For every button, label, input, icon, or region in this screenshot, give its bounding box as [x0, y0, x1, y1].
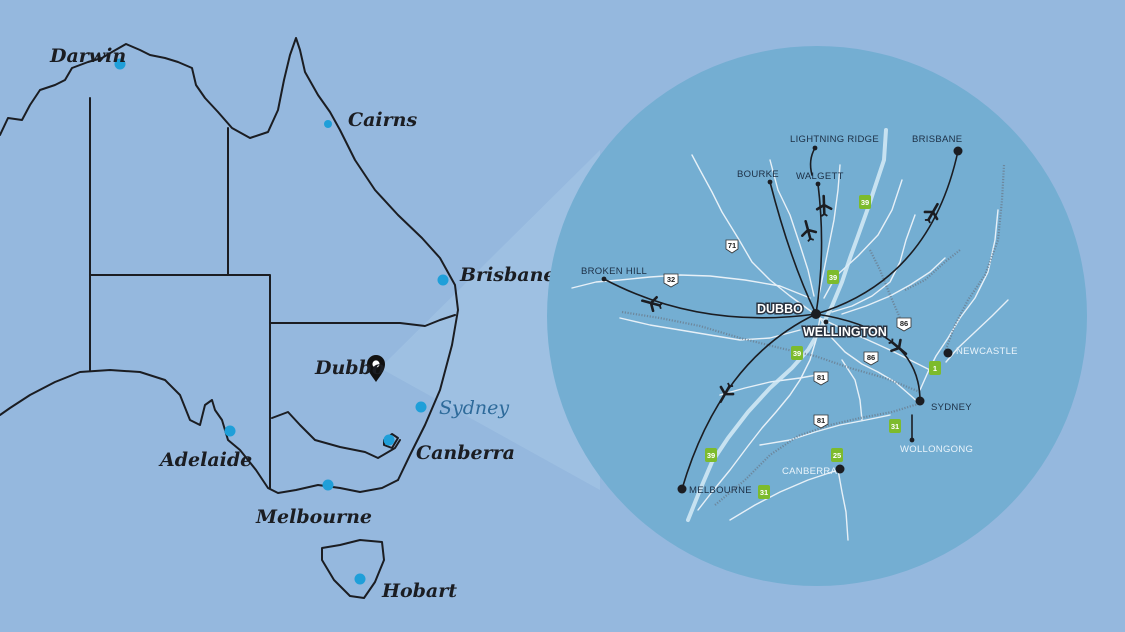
label-wollongong: WOLLONGONG [900, 444, 973, 455]
city-dot-melbourne [322, 479, 334, 491]
svg-text:81: 81 [817, 416, 825, 425]
label-newcastle: NEWCASTLE [956, 346, 1018, 357]
location-pin-icon [367, 355, 385, 382]
svg-text:86: 86 [900, 319, 908, 328]
svg-text:32: 32 [667, 275, 675, 284]
dot-dubbo [811, 309, 821, 319]
highway-shield-81: 81 [813, 414, 829, 429]
label-canberra: CANBERRA [782, 466, 838, 477]
rail-lines [621, 164, 1006, 506]
highway-shield-81: 81 [813, 371, 829, 386]
hub-label-wellington: WELLINGTON [803, 325, 887, 339]
pin-label-dubbo: Dubbo [314, 357, 385, 379]
svg-text:81: 81 [817, 373, 825, 382]
main-city-dots [114, 58, 449, 585]
city-label-adelaide: Adelaide [158, 449, 252, 471]
svg-text:31: 31 [760, 488, 768, 497]
hub-label-dubbo: DUBBO [757, 302, 803, 316]
city-dot-canberra [383, 434, 395, 446]
inset-place-labels: LIGHTNING RIDGE BOURKE WALGETT BRISBANE … [581, 134, 1018, 496]
city-label-canberra: Canberra [416, 442, 515, 464]
city-dot-sydney [415, 401, 427, 413]
label-broken-hill: BROKEN HILL [581, 266, 647, 277]
highway-shield-31: 31 [758, 485, 770, 499]
airplane-icon [719, 382, 735, 404]
airplane-icon [800, 220, 818, 242]
rivers [571, 154, 1009, 541]
dot-melbourne [677, 484, 687, 494]
label-walgett: WALGETT [796, 171, 844, 182]
city-label-hobart: Hobart [381, 580, 457, 602]
highway-shield-39: 39 [705, 448, 717, 462]
highway-shield-39: 39 [859, 195, 871, 209]
city-label-melbourne: Melbourne [255, 506, 372, 528]
route-melbourne [681, 313, 817, 490]
zoom-connector [380, 150, 600, 490]
airplane-icon [815, 194, 833, 217]
city-dot-cairns [324, 120, 332, 128]
dot-newcastle [943, 348, 953, 358]
airplane-icons [641, 194, 939, 404]
route-broken-hill [603, 278, 817, 319]
city-dot-brisbane [437, 274, 449, 286]
airplane-icon [923, 202, 939, 224]
dot-wellington [823, 319, 829, 325]
city-label-sydney: Sydney [439, 397, 509, 419]
label-bourke: BOURKE [737, 169, 779, 180]
highway-shield-86: 86 [896, 317, 912, 332]
main-map-labels: Darwin Cairns Brisbane Sydney Canberra A… [49, 45, 555, 602]
svg-text:31: 31 [891, 422, 899, 431]
city-label-cairns: Cairns [348, 109, 417, 131]
dot-wollongong [909, 437, 915, 443]
city-label-brisbane: Brisbane [459, 264, 555, 286]
city-label-darwin: Darwin [49, 45, 126, 67]
label-brisbane: BRISBANE [912, 134, 962, 145]
route-walgett [815, 183, 823, 315]
dot-sydney [915, 396, 925, 406]
label-melbourne: MELBOURNE [689, 485, 752, 496]
highway-shield-71: 71 [725, 239, 739, 254]
dot-broken-hill [601, 276, 607, 282]
dot-lightning-ridge [812, 145, 818, 151]
highway-shield-31: 31 [889, 419, 901, 433]
airplane-icon [888, 338, 908, 356]
label-sydney: SYDNEY [931, 402, 972, 413]
city-dot-darwin [114, 58, 126, 70]
highway-shield-32: 32 [663, 273, 679, 288]
svg-text:1: 1 [933, 364, 937, 373]
dot-walgett [815, 181, 821, 187]
dot-brisbane [953, 146, 963, 156]
inset-place-dots [601, 145, 963, 494]
svg-text:25: 25 [833, 451, 841, 460]
label-lightning-ridge: LIGHTNING RIDGE [790, 134, 879, 145]
route-bourke [769, 181, 817, 315]
city-dot-hobart [354, 573, 366, 585]
dot-canberra [835, 464, 845, 474]
highway-shield-39: 39 [827, 270, 839, 284]
svg-text:39: 39 [861, 198, 869, 207]
city-dot-adelaide [224, 425, 236, 437]
highway-shield-39: 39 [791, 346, 803, 360]
highway-shield-25: 25 [831, 448, 843, 462]
flight-routes [603, 147, 959, 490]
svg-text:39: 39 [829, 273, 837, 282]
route-brisbane [815, 150, 959, 315]
dot-bourke [767, 179, 773, 185]
svg-text:39: 39 [707, 451, 715, 460]
highway-shield-86: 86 [863, 351, 879, 366]
svg-text:39: 39 [793, 349, 801, 358]
svg-text:86: 86 [867, 353, 875, 362]
airplane-icon [641, 295, 663, 313]
svg-text:71: 71 [728, 241, 736, 250]
australia-outline [0, 37, 459, 599]
highway-shield-1: 1 [929, 361, 941, 375]
highway-shields: 71 32 39 39 39 86 [663, 195, 941, 499]
